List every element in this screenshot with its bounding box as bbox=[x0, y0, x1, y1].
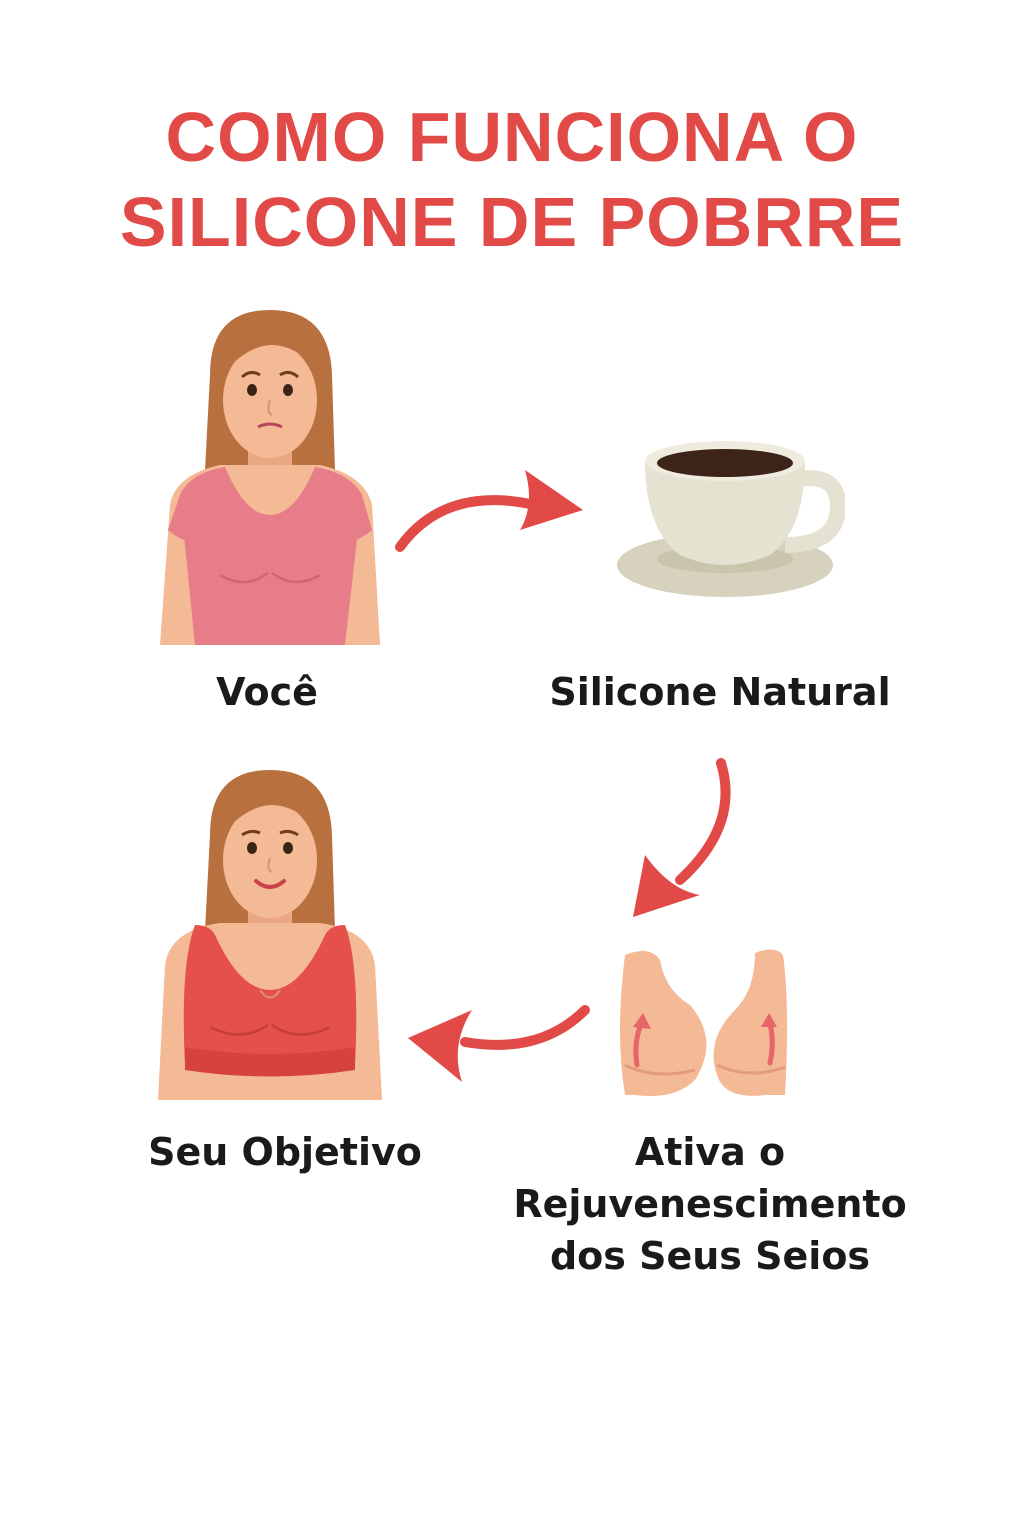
step-label-ativa-line-3: dos Seus Seios bbox=[549, 1234, 871, 1278]
step-label-ativa-line-2: Rejuvenescimento bbox=[513, 1182, 907, 1226]
arrow-right-icon bbox=[395, 470, 583, 552]
page-title-line-1: COMO FUNCIONA O bbox=[165, 98, 859, 176]
step-label-silicone-natural: Silicone Natural bbox=[549, 670, 891, 714]
arrow-down-left-icon bbox=[633, 758, 731, 917]
arrow-left-icon bbox=[408, 1005, 590, 1082]
worried-woman-icon bbox=[160, 310, 380, 645]
coffee-cup-icon bbox=[617, 441, 845, 597]
step-label-voce: Você bbox=[216, 670, 318, 714]
happy-woman-icon bbox=[158, 770, 382, 1100]
step-label-ativa-line-1: Ativa o bbox=[634, 1130, 786, 1174]
step-label-seu-objetivo: Seu Objetivo bbox=[148, 1130, 422, 1174]
page-title-line-2: SILICONE DE POBRRE bbox=[119, 183, 905, 261]
breasts-lift-icon bbox=[620, 949, 788, 1096]
